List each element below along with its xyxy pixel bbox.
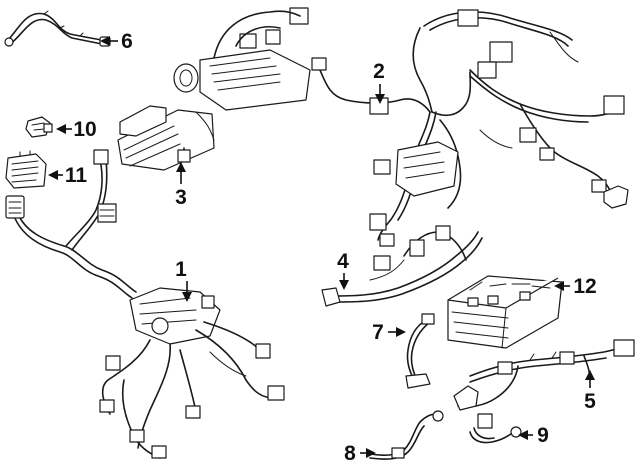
callout-5: 5: [584, 370, 596, 413]
callout-11: 11: [48, 164, 87, 187]
callout-label-1: 1: [175, 258, 187, 281]
callout-label-10: 10: [73, 118, 96, 141]
part-11-connector: [5, 150, 47, 189]
callout-label-8: 8: [344, 442, 356, 465]
callout-8: 8: [344, 442, 376, 465]
callout-label-5: 5: [584, 390, 596, 413]
callout-1: 1: [175, 258, 192, 302]
part-1-engine-harness: [5, 149, 285, 459]
callout-label-6: 6: [121, 30, 133, 53]
callout-12: 12: [554, 275, 597, 298]
callout-4: 4: [337, 250, 349, 290]
part-6-battery-cable: [4, 10, 111, 47]
callout-9: 9: [518, 424, 549, 447]
callout-label-2: 2: [373, 60, 385, 83]
callout-6: 6: [100, 30, 133, 53]
part-4-cable: [321, 225, 483, 307]
part-3-fuse-block: [117, 7, 311, 171]
callout-2: 2: [373, 60, 385, 104]
callout-label-11: 11: [65, 164, 88, 187]
callout-label-9: 9: [537, 424, 549, 447]
callout-10: 10: [56, 118, 97, 141]
callout-label-3: 3: [175, 186, 187, 209]
callout-7: 7: [372, 321, 406, 344]
part-12-control-module: [447, 275, 563, 349]
part-10-sensor: [25, 116, 53, 138]
part-2-body-harness: [311, 9, 629, 247]
part-7-sensor-lead: [405, 313, 435, 389]
callout-3: 3: [175, 162, 187, 209]
callout-label-12: 12: [573, 275, 596, 298]
callout-label-7: 7: [372, 321, 384, 344]
part-9-short-lead: [469, 413, 522, 444]
callout-label-4: 4: [337, 250, 349, 273]
part-8-ground-strap: [369, 410, 444, 460]
part-5-harness: [453, 339, 635, 411]
